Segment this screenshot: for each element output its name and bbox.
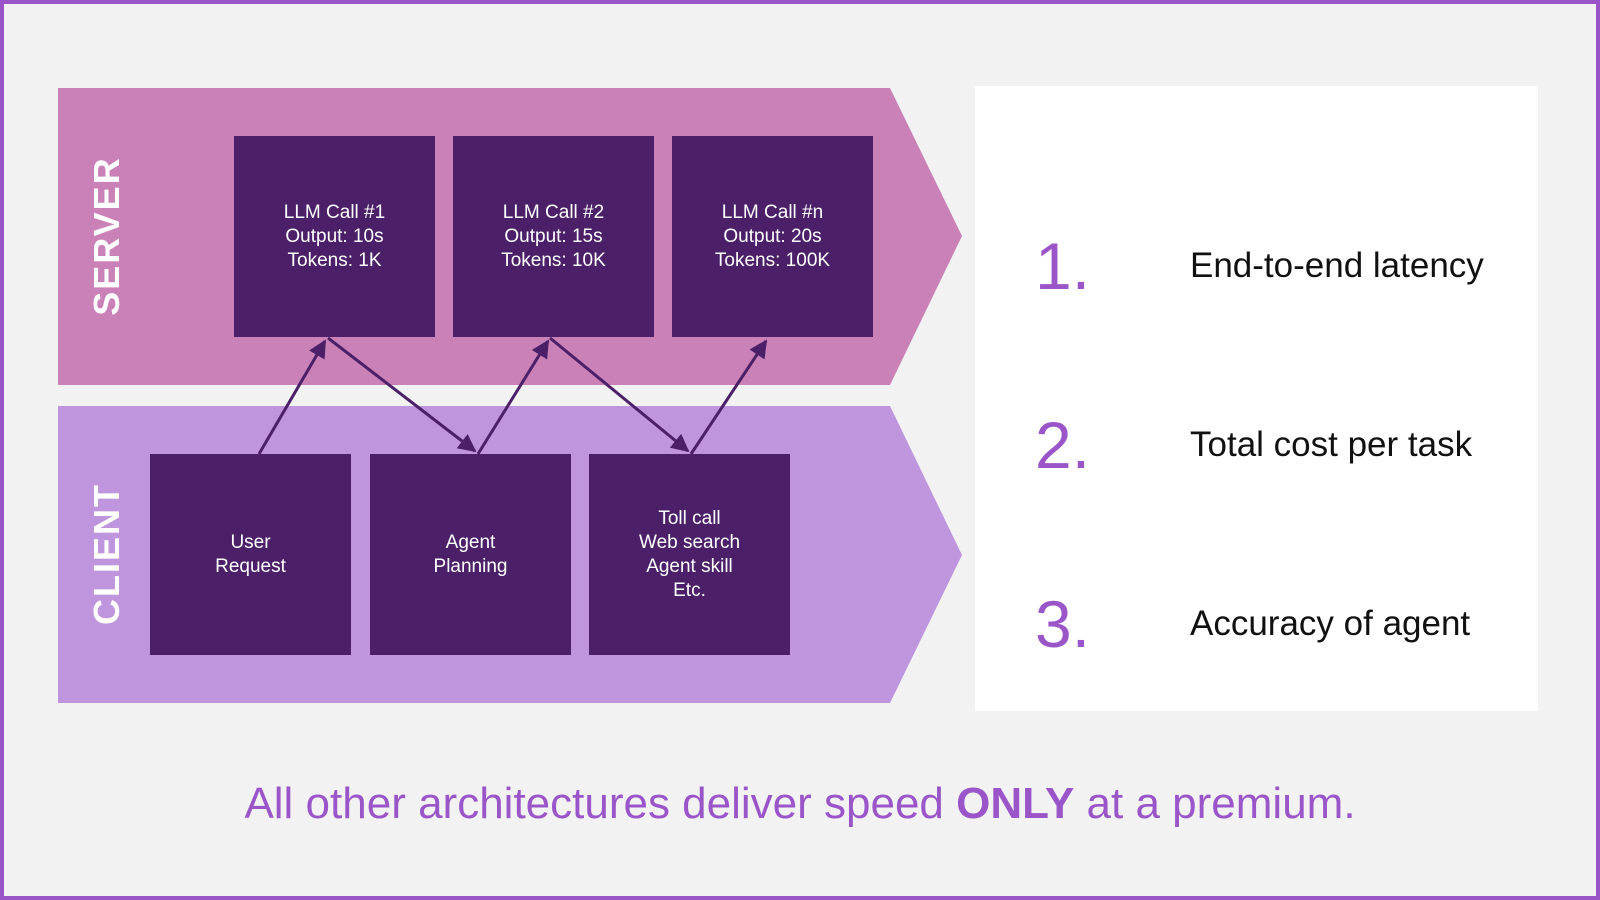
node-line: Agent skill — [646, 555, 733, 577]
tool-call-node: Toll call Web search Agent skill Etc. — [589, 454, 790, 655]
client-band-label: CLIENT — [86, 483, 127, 625]
node-line: Output: 10s — [285, 225, 384, 247]
node-line: Tokens: 1K — [287, 249, 382, 271]
metric-label: Accuracy of agent — [1190, 604, 1471, 643]
node-line: Agent — [445, 531, 496, 553]
footer-statement: All other architectures deliver speed ON… — [0, 774, 1600, 834]
node-line: LLM Call #1 — [283, 201, 386, 223]
server-band-label: SERVER — [86, 156, 127, 316]
node-line: LLM Call #n — [721, 201, 824, 223]
node-line: Etc. — [673, 579, 706, 601]
metrics-panel: 1. End-to-end latency 2. Total cost per … — [975, 86, 1538, 711]
metric-number: 3. — [1035, 587, 1091, 661]
node-line: LLM Call #2 — [502, 201, 605, 223]
llm-call-1-node: LLM Call #1 Output: 10s Tokens: 1K — [234, 136, 435, 337]
arrow-tool-call-to-llm-call-n — [689, 339, 768, 455]
agent-planning-node: Agent Planning — [370, 454, 571, 655]
node-line: User — [230, 531, 271, 553]
node-line: Request — [215, 555, 286, 577]
node-line: Planning — [433, 555, 508, 577]
metric-number: 2. — [1035, 408, 1091, 482]
user-request-node: User Request — [150, 454, 351, 655]
node-line: Tokens: 10K — [501, 249, 606, 271]
node-line: Web search — [638, 531, 741, 553]
node-line: Toll call — [658, 507, 721, 529]
arrow-llm-call-2-to-tool-call — [549, 336, 690, 453]
metric-label: Total cost per task — [1190, 425, 1473, 464]
llm-call-n-node: LLM Call #n Output: 20s Tokens: 100K — [672, 136, 873, 337]
metric-label: End-to-end latency — [1190, 246, 1484, 285]
metric-number: 1. — [1035, 229, 1091, 303]
node-line: Output: 20s — [723, 225, 822, 247]
footer-text-before: All other architectures deliver speed — [244, 779, 957, 828]
node-line: Output: 15s — [504, 225, 603, 247]
arrow-llm-call-1-to-agent-planning — [327, 336, 477, 453]
arrow-user-request-to-llm-call-1 — [257, 339, 327, 455]
footer-emphasis: ONLY — [956, 779, 1075, 828]
node-line: Tokens: 100K — [714, 249, 831, 271]
llm-call-2-node: LLM Call #2 Output: 15s Tokens: 10K — [453, 136, 654, 337]
arrow-agent-planning-to-llm-call-2 — [476, 339, 550, 455]
footer-text-after: at a premium. — [1074, 779, 1356, 828]
